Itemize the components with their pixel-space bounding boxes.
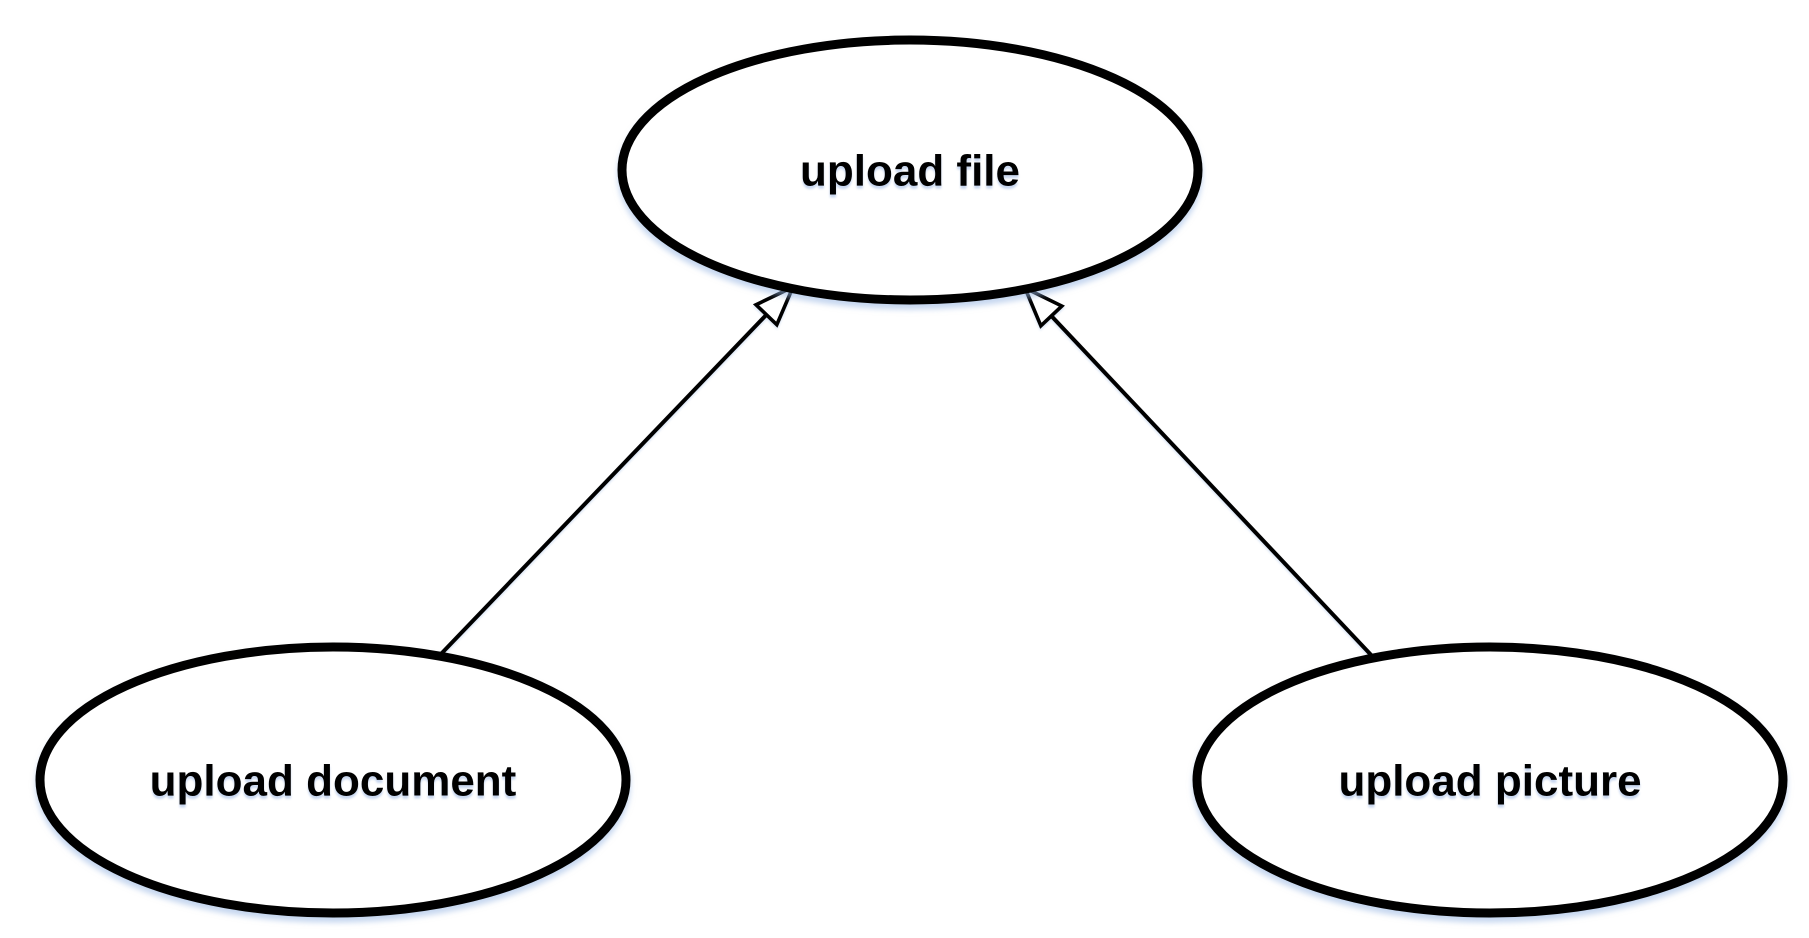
nodes-layer: upload file upload document upload picture (35, 35, 1788, 918)
node-upload-picture: upload picture (1192, 642, 1788, 918)
upload-file-label: upload file (800, 146, 1020, 195)
edges-layer (439, 287, 1375, 659)
node-upload-document: upload document (35, 642, 631, 918)
edge-document-generalizes-file (439, 287, 793, 656)
upload-document-label: upload document (150, 756, 517, 805)
upload-file-ellipse (617, 35, 1203, 305)
node-upload-file: upload file (617, 35, 1203, 305)
upload-picture-ellipse (1192, 642, 1788, 918)
upload-document-ellipse (35, 642, 631, 918)
edge-picture-generalizes-file (1025, 288, 1375, 659)
upload-picture-label: upload picture (1338, 756, 1641, 805)
